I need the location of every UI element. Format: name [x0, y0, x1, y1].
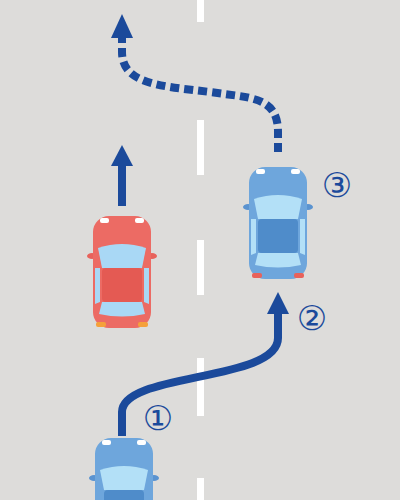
- arrowhead: [267, 292, 289, 314]
- callout-number: ①: [143, 401, 173, 435]
- straight-arrow: [111, 145, 133, 206]
- callout-number: ②: [297, 301, 327, 335]
- lane-change-path: [122, 312, 278, 436]
- blue-car: [89, 438, 159, 500]
- red-car: [87, 216, 157, 328]
- return-path: [122, 36, 278, 152]
- center-line: [197, 0, 204, 500]
- blue-car: [243, 167, 313, 279]
- callout-number: ③: [322, 168, 352, 202]
- arrowhead: [111, 14, 133, 38]
